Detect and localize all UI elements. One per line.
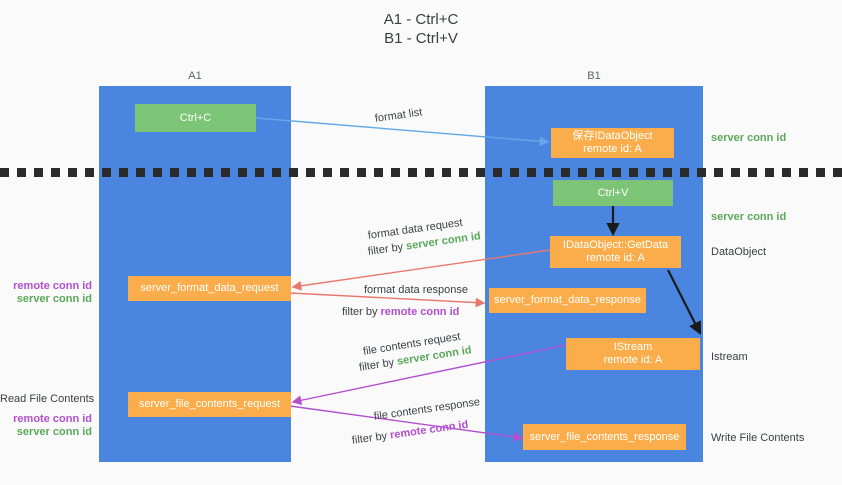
annotation-write-file-contents: Write File Contents <box>711 432 805 444</box>
annotation-server-conn-id-top: server conn id <box>711 132 787 144</box>
label-filter-prefix: filter by <box>342 306 381 318</box>
box-server-file-contents-response[interactable]: server_file_contents_response <box>523 424 686 450</box>
label-format-list: format list <box>374 106 424 125</box>
annotation-remote-conn-id-bottom: remote conn id <box>13 413 92 425</box>
label-filter-prefix: filter by <box>367 240 407 258</box>
box-server-format-data-response[interactable]: server_format_data_response <box>489 288 646 313</box>
box-server-format-data-request[interactable]: server_format_data_request <box>128 276 291 301</box>
box-save-idataobject[interactable]: 保存IDataObject remote id: A <box>551 128 674 158</box>
column-b1-title: B1 <box>587 70 601 82</box>
annotation-read-file-contents: Read File Contents <box>0 393 95 405</box>
box-idataobject-getdata[interactable]: IDataObject::GetData remote id: A <box>550 236 681 268</box>
page-title: A1 - Ctrl+C B1 - Ctrl+V <box>383 11 459 47</box>
label-remote-conn-id: remote conn id <box>389 418 470 442</box>
annotation-remote-conn-id-mid: remote conn id <box>13 280 92 292</box>
box-istream[interactable]: IStream remote id: A <box>566 338 700 370</box>
label-format-data-response: format data response <box>364 284 468 296</box>
box-ctrl-v[interactable]: Ctrl+V <box>553 180 673 206</box>
label-format-data-response-filter: filter by remote conn id <box>342 305 459 319</box>
column-a1-title: A1 <box>188 70 202 82</box>
annotation-server-conn-id-mid: server conn id <box>711 211 787 223</box>
box-ctrl-c[interactable]: Ctrl+C <box>135 104 256 132</box>
annotation-istream: Istream <box>711 351 748 363</box>
label-remote-conn-id: remote conn id <box>380 306 460 318</box>
label-filter-prefix: filter by <box>351 429 391 447</box>
box-server-file-contents-request[interactable]: server_file_contents_request <box>128 392 291 417</box>
annotation-server-conn-id-mid-left: server conn id <box>16 293 92 305</box>
phase-divider <box>0 168 842 177</box>
label-file-contents-response-filter: filter by remote conn id <box>351 418 469 448</box>
annotation-dataobject: DataObject <box>711 246 767 258</box>
annotation-server-conn-id-bottom: server conn id <box>16 426 92 438</box>
